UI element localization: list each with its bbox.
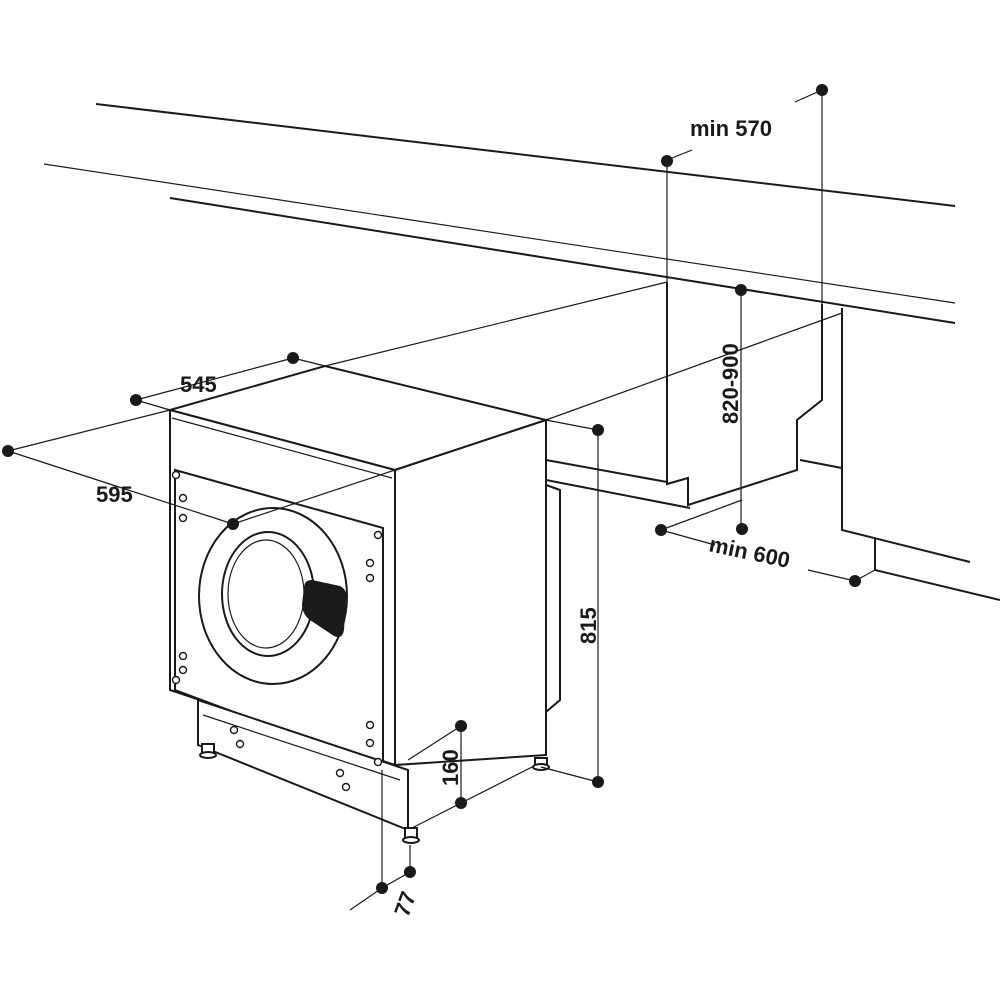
fixing-hole [365,573,375,583]
niche-right-wall [841,308,971,563]
door-handle [302,580,347,638]
fixing-hole [365,738,375,748]
porthole-glass [221,531,315,657]
dimension-endpoint [227,518,239,530]
projection-line [545,312,843,421]
floor-line-left-lower [545,479,691,509]
width-595-extension [232,469,396,525]
dimension-labels: 545 595 min 570 820-900 min 600 815 160 … [96,116,792,920]
dimension-endpoint [2,445,14,457]
floor-line-left [545,459,668,483]
dimension-endpoint [455,797,467,809]
fixing-hole [171,470,181,480]
label-countertop-height: 820-900 [718,343,743,424]
dimension-endpoint [736,523,748,535]
appliance-height-extension [540,766,599,783]
foot-base [402,836,420,844]
foot-base [199,751,217,759]
washing-machine [166,364,550,844]
dimension-endpoint [592,776,604,788]
fixing-hole [178,513,188,523]
fixing-hole [335,768,345,778]
appliance-height-extension [545,419,599,431]
niche-depth-extension [660,499,743,531]
projection-line [324,281,668,367]
width-595-extension [7,409,171,452]
dimension-endpoint [130,394,142,406]
niche-back-floor [799,459,843,469]
dimension-endpoint [376,882,388,894]
plinth-inner-line [202,714,401,781]
fixing-hole [373,530,383,540]
label-plinth-recess: 77 [389,888,421,920]
top-edge-trim [171,417,393,479]
label-cabinet-width: 595 [96,482,133,507]
dimension-endpoint [655,524,667,536]
niche-walls [545,282,1000,713]
width-595-dimension-line [7,450,234,525]
label-cabinet-depth: 545 [180,372,217,397]
fixing-hole [235,739,245,749]
fixing-hole [178,651,188,661]
dimension-endpoint [849,575,861,587]
dimension-endpoint [287,352,299,364]
fixing-hole [373,757,383,767]
machine-side [394,418,547,767]
dimension-endpoint [455,720,467,732]
dimension-endpoint [735,284,747,296]
label-plinth-height: 160 [438,749,463,786]
label-min-niche-depth: min 600 [707,531,792,572]
worktop-underside [169,197,956,324]
label-min-niche-width: min 570 [690,116,772,141]
fixing-hole [341,782,351,792]
dimension-endpoint [661,155,673,167]
fixing-hole [365,558,375,568]
niche-depth-dimension-line [660,529,716,546]
appliance-side-panel [545,484,561,713]
dimension-endpoint [404,866,416,878]
dimension-lines [2,84,876,911]
dimension-endpoint [816,84,828,96]
niche-right-floor [874,538,1000,601]
niche-left-wall [666,282,823,507]
fixing-hole [171,675,181,685]
depth-545-dimension-line [135,357,294,401]
fixing-hole [229,725,239,735]
worktop-front-edge [43,163,956,304]
fixing-holes [171,470,383,792]
dimension-endpoint [592,424,604,436]
plinth-side-bottom [407,764,537,831]
worktop-back-edge [95,103,956,207]
worktop [43,103,956,324]
plinth-recess-dimension-line [349,887,383,911]
niche-depth-dimension-line [807,569,856,582]
fixing-hole [365,720,375,730]
fixing-hole [178,493,188,503]
fixing-hole [178,665,188,675]
plinth-height-extension [407,725,462,761]
label-appliance-height: 815 [576,607,601,644]
